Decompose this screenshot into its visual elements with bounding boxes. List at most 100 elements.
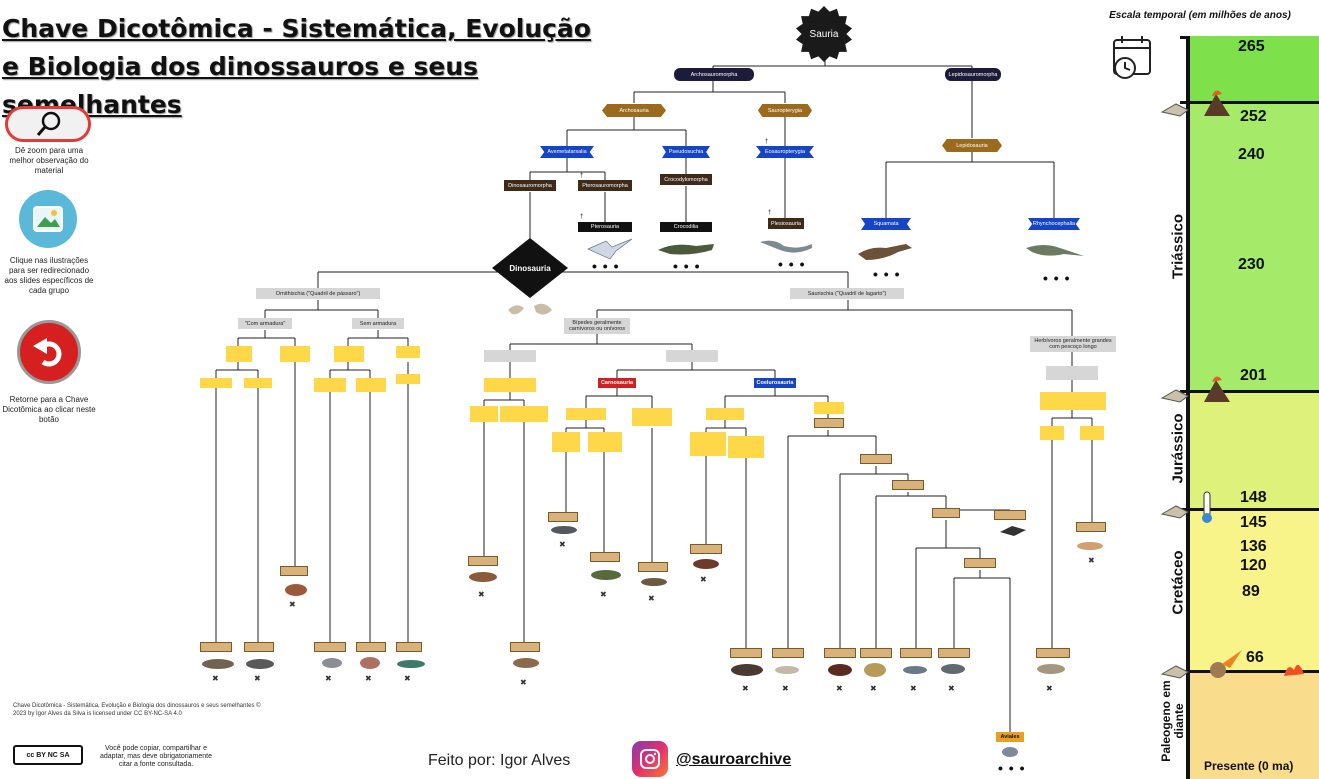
node-pterosauromorpha[interactable]: Pterosauromorpha [578,180,632,191]
hadrosaur-illustration[interactable] [394,656,428,672]
key-node[interactable] [200,378,232,388]
taxon-node[interactable] [892,480,924,490]
taxon-node[interactable] [1036,648,1070,658]
key-node[interactable] [356,378,386,392]
taxon-node[interactable] [396,642,422,652]
taxon-node[interactable] [964,558,996,568]
node-dinosauromorpha[interactable]: Dinosauromorpha [504,180,556,191]
taxon-node[interactable] [590,552,620,562]
taxon-node[interactable] [510,642,540,652]
compsognathid-illustration[interactable] [772,662,802,678]
node-sem-armadura[interactable]: Sem armadura [352,318,404,329]
taxon-node[interactable] [690,544,722,554]
node-avemetatarsalia[interactable]: Avemetatarsalia [540,146,594,158]
node-archosauria[interactable]: Archosauria [602,104,666,117]
theropod-illustration[interactable] [510,654,542,672]
node-squamata[interactable]: Squamata [861,218,911,230]
taxon-node[interactable] [860,454,892,464]
key-node[interactable] [500,406,548,422]
key-node[interactable] [484,350,536,362]
node-aviales[interactable]: Aviales [996,732,1024,742]
key-node[interactable] [314,378,346,392]
illustration-button[interactable] [19,190,77,248]
key-node[interactable] [814,402,844,414]
theropod-illustration[interactable] [466,568,500,586]
taxon-node[interactable] [1076,522,1106,532]
taxon-node[interactable] [468,556,498,566]
key-node[interactable] [1080,426,1104,440]
zoom-button[interactable] [5,106,91,142]
taxon-node[interactable] [824,648,856,658]
node-carnosauria[interactable]: Carnosauria [598,378,636,388]
node-herbivoros[interactable]: Herbívoros geralmente grandes com pescoç… [1030,336,1116,352]
taxon-node[interactable] [314,642,346,652]
node-sauropterygia[interactable]: Sauropterygia [758,104,812,117]
pterosaur-illustration[interactable] [586,235,636,261]
plesiosaur-illustration[interactable] [758,234,814,256]
carcharodontosaur-illustration[interactable] [638,574,670,590]
node-plesiosauria[interactable]: Plesiosauria [768,218,804,229]
ornithischian-illustration[interactable] [198,656,240,672]
ankylosaur-illustration[interactable] [242,656,278,672]
taxon-node[interactable] [638,562,668,572]
taxon-node[interactable] [548,512,578,522]
node-saurischia[interactable]: Saurischia ("Quadril de lagarto") [790,288,904,299]
node-crocodilia[interactable]: Crocodilia [660,222,712,232]
taxon-node[interactable] [900,648,932,658]
key-node[interactable] [396,346,420,358]
instagram-icon[interactable] [632,741,668,777]
crocodile-illustration[interactable] [656,236,716,258]
key-node[interactable] [280,346,310,362]
key-node[interactable] [1040,392,1106,410]
node-pterosauria[interactable]: Pterosauria [578,222,632,232]
taxon-node[interactable] [932,508,960,518]
node-coelurosauria[interactable]: Coelurosauria [754,378,796,388]
key-node[interactable] [706,408,744,420]
dromaeosaur-illustration[interactable] [938,660,968,678]
taxon-node[interactable] [994,510,1026,520]
ornithomimid-illustration[interactable] [824,660,856,680]
node-eosauropterygia[interactable]: Eosauropterygia [756,146,814,158]
taxon-node[interactable] [814,418,844,428]
key-node[interactable] [728,436,764,458]
node-bipedes[interactable]: Bípedes geralmente carnívoros ou onívoro… [564,318,630,334]
key-node[interactable] [632,408,672,426]
taxon-node[interactable] [280,566,308,576]
node-com-armadura[interactable]: "Com armadura" [238,318,292,329]
sauropod-illustration[interactable] [1074,538,1106,554]
key-node[interactable] [1046,366,1098,380]
taxon-node[interactable] [938,648,970,658]
node-ornithischia[interactable]: Ornithischia ("Quadril de pássaro") [256,288,380,299]
taxon-node[interactable] [244,642,274,652]
key-node[interactable] [334,346,364,362]
taxon-node[interactable] [860,648,892,658]
key-node[interactable] [1040,426,1064,440]
key-node[interactable] [470,406,498,422]
tyrannosaur-illustration[interactable] [690,556,722,572]
stegosaur-illustration[interactable] [282,578,310,598]
tyrannosaur-illustration[interactable] [728,660,766,680]
squamata-illustration[interactable] [856,238,914,264]
key-node[interactable] [588,432,622,452]
node-crocodylomorpha[interactable]: Crocodylomorpha [660,174,712,185]
taxon-node[interactable] [772,648,804,658]
instagram-handle[interactable]: @sauroarchive [676,751,792,768]
taxon-node[interactable] [200,642,232,652]
node-archosauromorpha[interactable]: Archosauromorpha [674,68,754,81]
pigeon-illustration[interactable] [1000,744,1020,760]
ceratopsian-illustration[interactable] [356,654,384,672]
key-node[interactable] [396,374,420,384]
ornithopod-illustration[interactable] [318,654,346,672]
therizinosaur-illustration[interactable] [860,660,890,680]
archaeopteryx-illustration[interactable] [998,522,1028,540]
key-node[interactable] [484,378,536,392]
key-node[interactable] [244,378,272,388]
key-node[interactable] [666,350,718,362]
key-node[interactable] [566,408,606,420]
hip-diagram-illustration[interactable] [504,298,556,324]
node-pseudosuchia[interactable]: Pseudosuchia [662,146,710,158]
sauropodomorph-illustration[interactable] [1034,660,1068,678]
node-lepidosauromorpha[interactable]: Lepidosauromorpha [945,68,1001,81]
taxon-node[interactable] [356,642,386,652]
allosaur-illustration[interactable] [588,566,624,584]
